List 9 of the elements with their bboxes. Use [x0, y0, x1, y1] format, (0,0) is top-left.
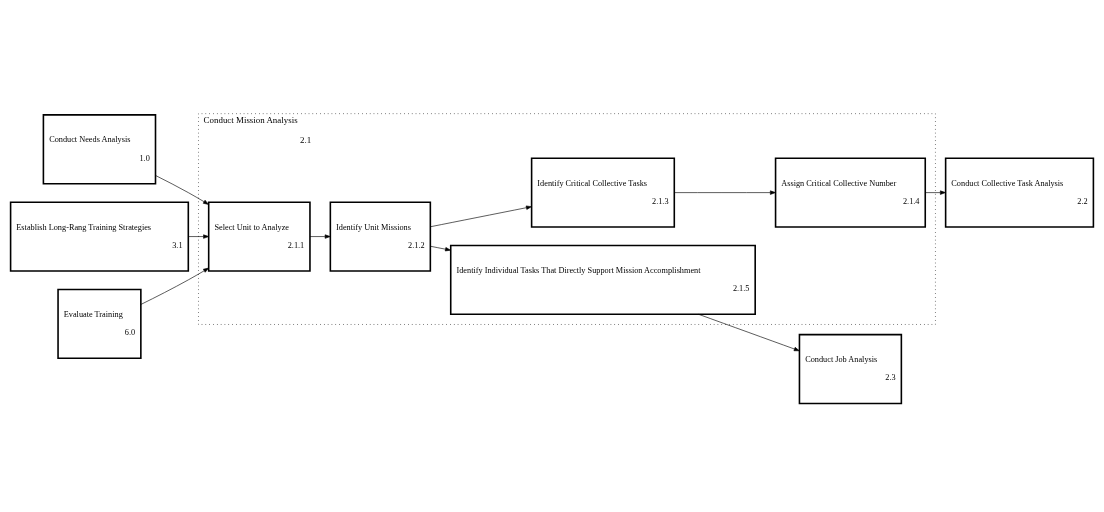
- arrow: [140, 267, 209, 305]
- arrow: [188, 234, 209, 239]
- arrow: [673, 190, 776, 195]
- arrow: [430, 245, 451, 252]
- arrow: [925, 190, 946, 195]
- arrow: [698, 314, 800, 352]
- arrow: [309, 234, 331, 239]
- arrow: [155, 175, 209, 205]
- arrow: [430, 205, 532, 228]
